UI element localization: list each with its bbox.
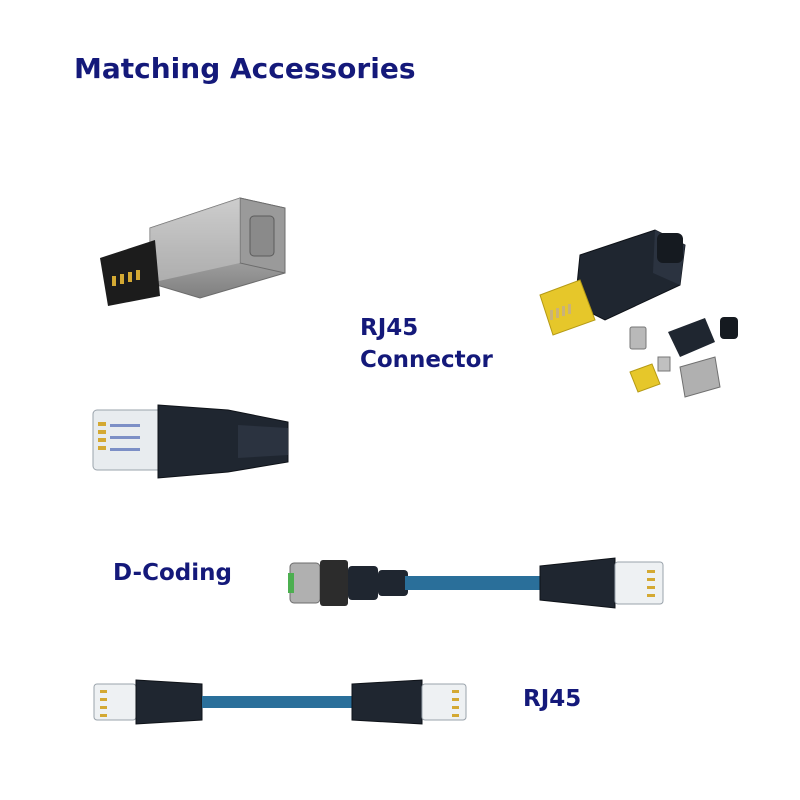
black-rj45-plug-yellow-insert-image	[539, 229, 686, 336]
page-title: Matching Accessories	[74, 52, 416, 85]
clear-rj45-plug-black-boot-image	[92, 404, 289, 479]
rj45-connector-label-line1: RJ45	[360, 315, 419, 341]
rj45-connector-label: RJ45 Connector	[360, 312, 493, 376]
rj45-to-rj45-cable-image	[93, 679, 467, 725]
metal-rj45-plug-image	[100, 197, 286, 306]
rj45-plug-parts-image	[629, 317, 738, 398]
m12-d-coding-to-rj45-cable-image	[288, 557, 664, 609]
d-coding-label: D-Coding	[113, 560, 232, 586]
rj45-cable-label: RJ45	[523, 686, 582, 712]
rj45-connector-label-line2: Connector	[360, 347, 493, 373]
